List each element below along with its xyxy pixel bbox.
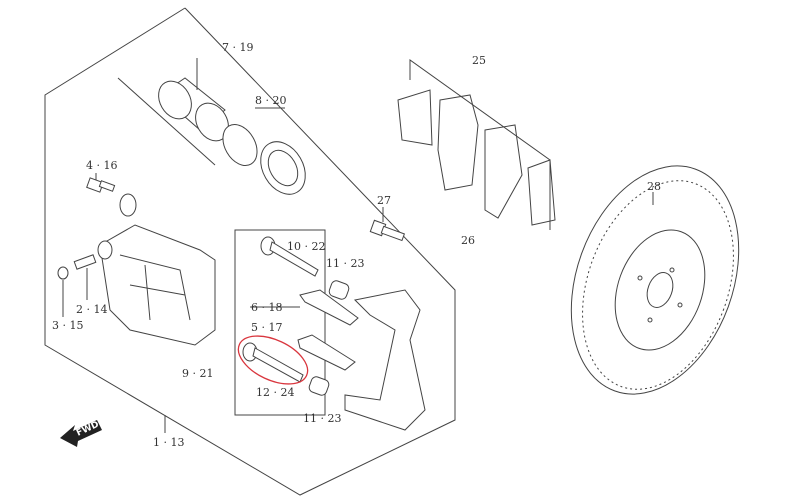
guide-pin-upper	[260, 236, 319, 277]
label-bleeder-plug: 2 · 14	[76, 303, 108, 316]
label-pin-kit: 9 · 21	[182, 367, 214, 380]
label-guide-pin-lower: 12 · 24	[256, 386, 294, 399]
clip-lower	[297, 334, 356, 371]
bracket-bolt	[369, 219, 406, 242]
forward-arrow-icon: FWD	[60, 420, 102, 447]
brake-pads	[397, 89, 556, 226]
assembly-outline	[44, 7, 456, 496]
label-boot-lower: 11 · 23	[303, 412, 341, 425]
pad-bracket-lines	[409, 59, 551, 230]
label-bracket-bolt: 27	[377, 194, 391, 207]
caliper-body	[97, 193, 216, 346]
label-pad-shim: 26	[461, 234, 475, 247]
bleeder-bolt	[86, 177, 116, 193]
label-seal: 8 · 20	[255, 94, 287, 107]
caliper-leader	[117, 77, 216, 166]
brake-disc	[570, 165, 740, 395]
highlight-circle	[237, 335, 309, 385]
label-disc: 28	[647, 180, 661, 193]
label-bleeder-cap: 3 · 15	[52, 319, 84, 332]
bleeder-plug	[73, 254, 97, 270]
caliper-bracket	[344, 289, 426, 431]
label-caliper-assy: 1 · 13	[153, 436, 185, 449]
dust-boot	[260, 141, 306, 195]
label-pad-set: 25	[472, 54, 486, 67]
label-boot-upper: 11 · 23	[326, 257, 364, 270]
label-clip-upper: 6 · 18	[251, 301, 283, 314]
piston	[158, 77, 229, 142]
label-guide-pin-upper: 10 · 22	[287, 240, 325, 253]
clip-upper	[299, 289, 359, 326]
label-clip-lower: 5 · 17	[251, 321, 283, 334]
boot-upper	[328, 280, 350, 300]
label-bleeder-bolt: 4 · 16	[86, 159, 118, 172]
piston-seal	[222, 124, 258, 166]
boot-lower	[308, 376, 330, 396]
bleeder-cap	[57, 266, 69, 280]
guide-pin-lower	[242, 342, 304, 383]
label-piston: 7 · 19	[222, 41, 254, 54]
pin-kit-box	[234, 229, 326, 416]
